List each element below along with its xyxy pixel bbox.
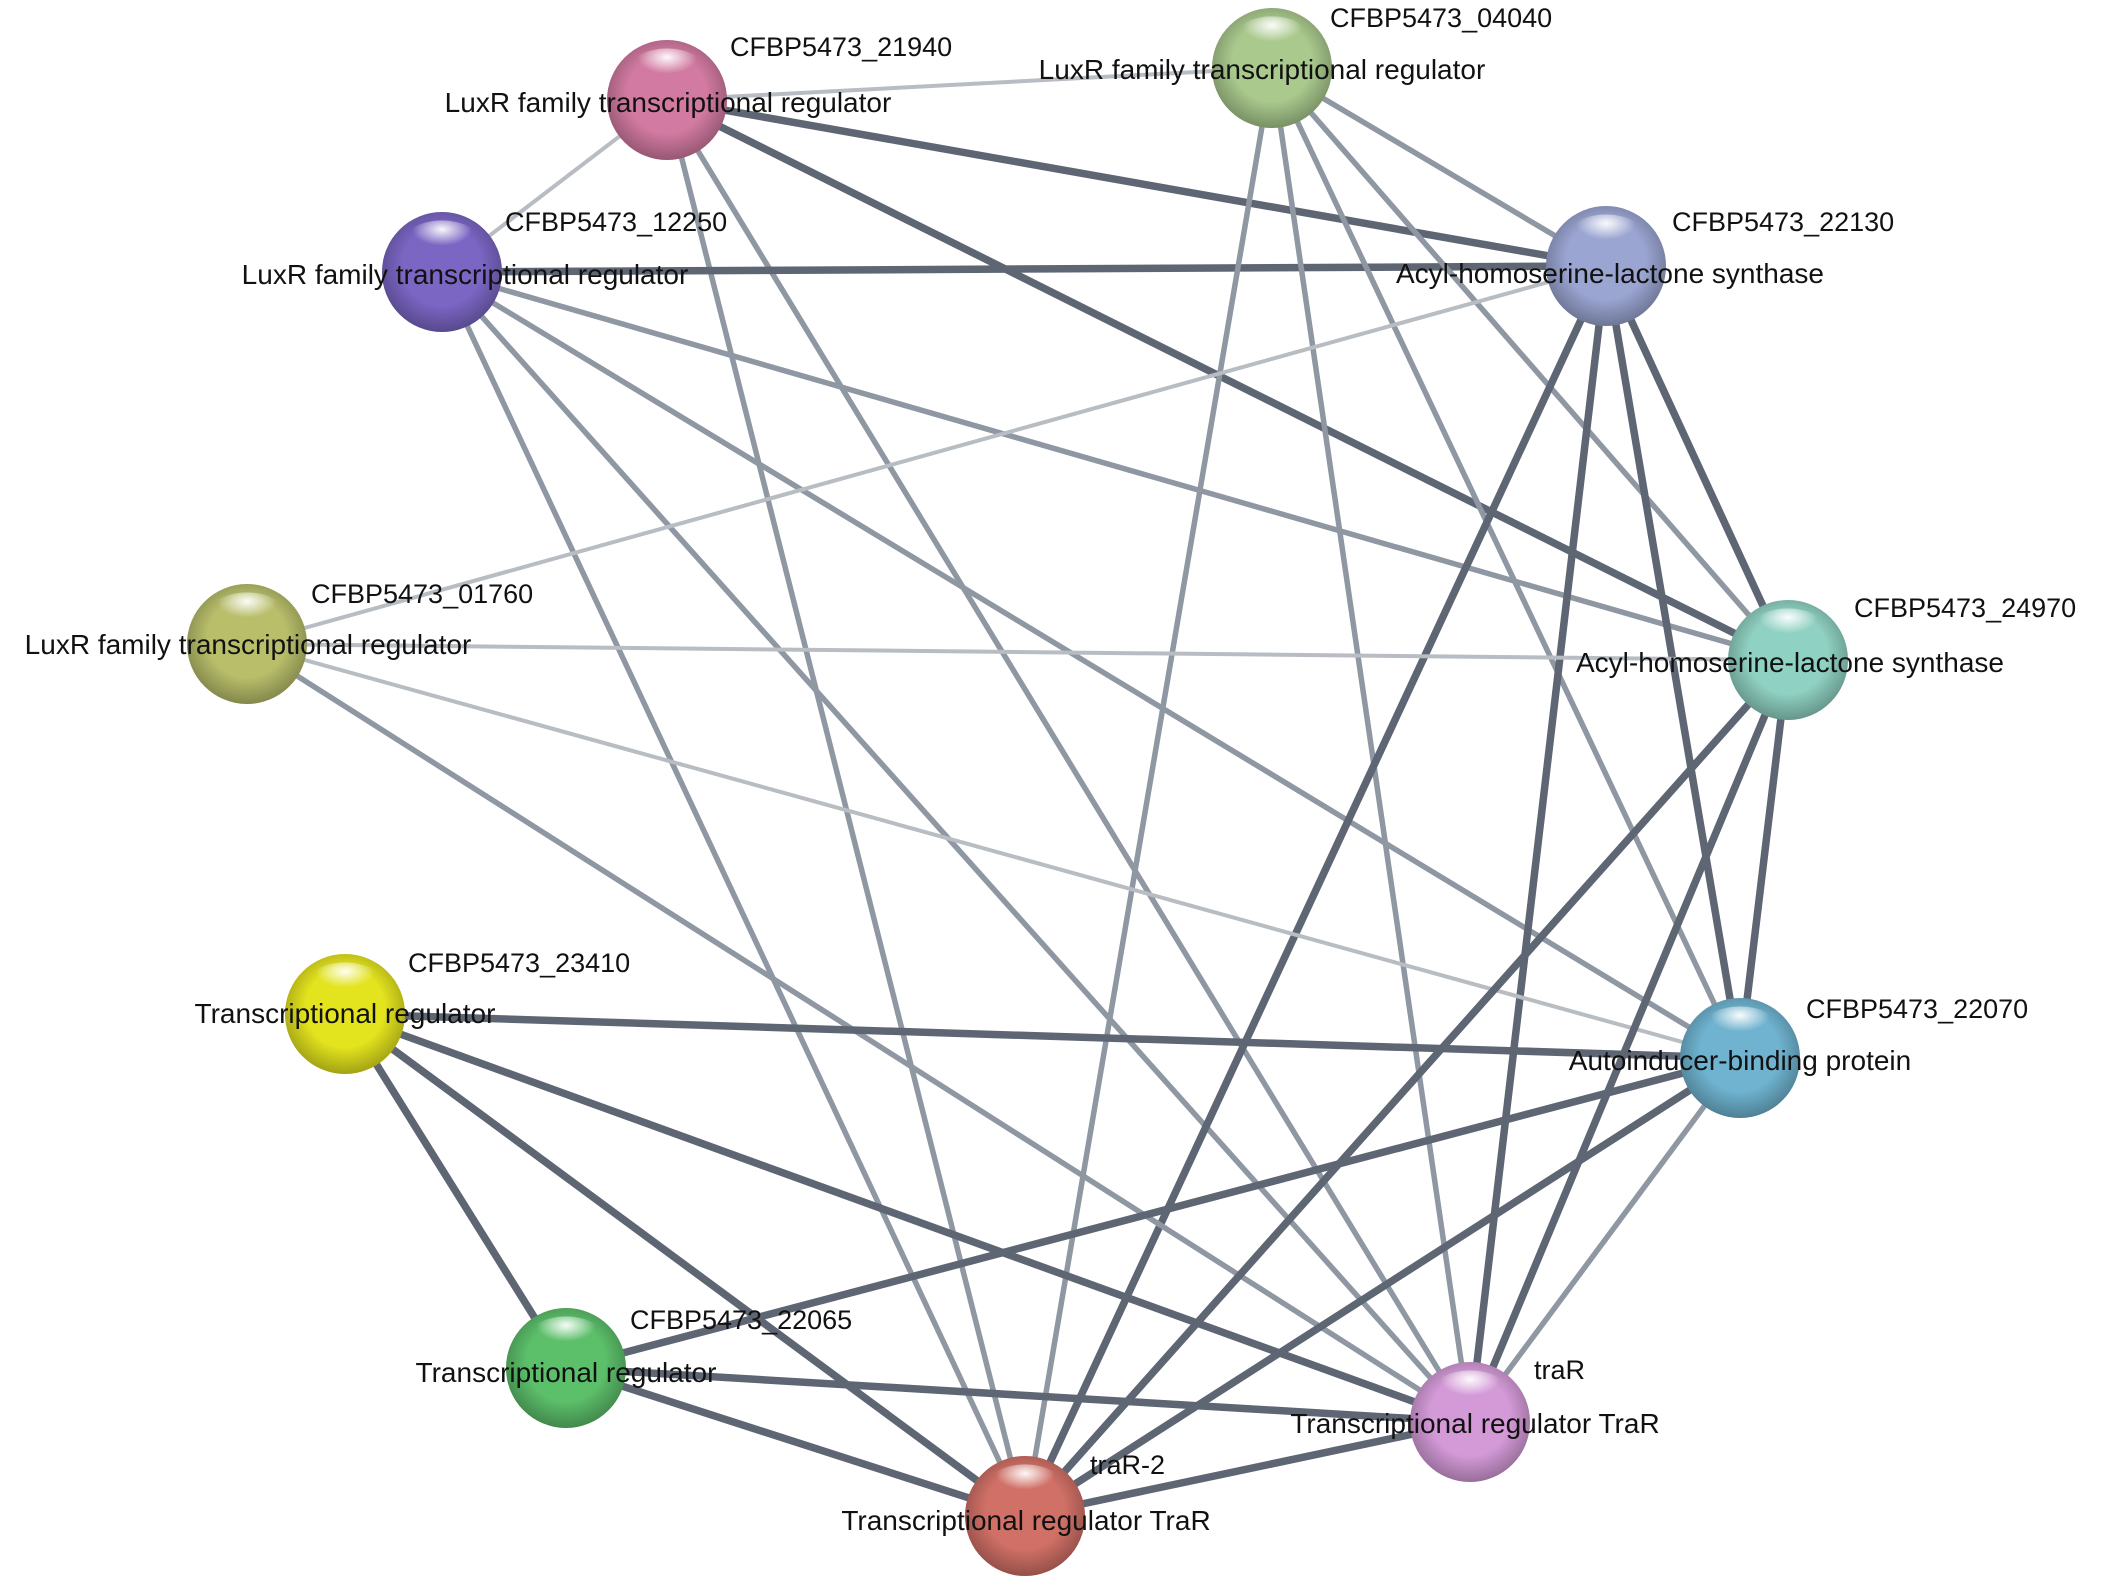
node-highlight [1234,16,1310,58]
edge-n24970-n22070 [1736,656,1792,1062]
edge-n12250-n22130 [438,262,1610,276]
node-id-label: CFBP5473_01760 [311,579,533,609]
edge-n22130-n24970 [1602,262,1792,664]
node-n21940[interactable] [607,40,727,160]
node-description-label: Autoinducer-binding protein [1569,1045,1911,1076]
node-highlight [1702,1006,1778,1048]
node-id-label: traR-2 [1090,1450,1165,1480]
node-n12250[interactable] [382,212,502,332]
node-highlight [987,1464,1063,1506]
node-id-label: CFBP5473_04040 [1330,3,1552,33]
node-id-label: CFBP5473_21940 [730,32,952,62]
edge-n01760-n24970 [245,642,1790,662]
edge-n04040-n22070 [1269,65,1743,1061]
node-n22065[interactable] [506,1308,626,1428]
node-n22070[interactable] [1680,998,1800,1118]
edge-n23410-n22065 [341,1010,570,1372]
node-description-label: Transcriptional regulator TraR [841,1505,1210,1536]
node-highlight [528,1316,604,1358]
edge-n01760-n22070 [245,642,1742,1060]
edge-n04040-ntraR [1269,65,1473,1425]
edge-n04040-n24970 [1269,65,1791,663]
edge-ntraR-ntraR2 [1021,1418,1474,1520]
node-id-label: CFBP5473_22070 [1806,994,2028,1024]
edge-n21940-ntraR [664,97,1473,1425]
node-highlight [307,962,383,1004]
edge-n22130-n22070 [1602,262,1744,1062]
edge-n12250-ntraR [439,269,1473,1425]
node-highlight [629,48,705,90]
edge-n12250-n22070 [439,269,1743,1061]
edge-n22130-ntraR2 [1021,262,1610,1520]
edge-n21940-n04040 [665,66,1274,102]
edge-n21940-n24970 [663,96,1792,664]
node-highlight [1750,608,1826,650]
edge-n21940-n22130 [663,96,1610,270]
node-n01760[interactable] [187,584,307,704]
node-n23410[interactable] [285,954,405,1074]
node-layer [187,8,1848,1576]
node-id-label: CFBP5473_22130 [1672,207,1894,237]
node-ntraR2[interactable] [965,1456,1085,1576]
node-description-label: LuxR family transcriptional regulator [25,629,472,660]
node-id-label: CFBP5473_23410 [408,948,630,978]
node-id-label: CFBP5473_12250 [505,207,727,237]
node-description-label: LuxR family transcriptional regulator [445,87,892,118]
edge-n21940-ntraR2 [664,97,1028,1519]
edge-n22130-ntraR [1466,262,1610,1426]
edge-n12250-ntraR2 [439,269,1028,1519]
edge-n22070-ntraR2 [1021,1054,1744,1520]
node-n24970[interactable] [1728,600,1848,720]
node-n04040[interactable] [1212,8,1332,128]
edge-n22065-ntraR [562,1364,1474,1426]
node-highlight [404,220,480,262]
node-id-label: traR [1534,1355,1585,1385]
node-id-label: CFBP5473_22065 [630,1305,852,1335]
node-description-label: Transcriptional regulator TraR [1290,1408,1659,1439]
node-description-label: LuxR family transcriptional regulator [242,259,689,290]
edge-n24970-ntraR2 [1021,656,1792,1520]
edge-n22070-ntraR [1467,1055,1743,1425]
node-ntraR[interactable] [1410,1362,1530,1482]
node-id-label: CFBP5473_24970 [1854,593,2076,623]
edge-n22065-ntraR2 [562,1364,1029,1520]
edge-n23410-ntraR2 [341,1010,1029,1520]
edge-layer [244,65,1792,1520]
node-highlight [209,592,285,634]
edge-n23410-n22070 [341,1010,1744,1062]
edge-n24970-ntraR [1466,656,1792,1426]
node-n22130[interactable] [1546,206,1666,326]
edge-n22130-n01760 [245,264,1608,646]
node-description-label: Transcriptional regulator [195,998,496,1029]
node-description-label: Transcriptional regulator [416,1357,717,1388]
node-highlight [1432,1370,1508,1412]
edge-n22070-n22065 [562,1054,1744,1372]
node-description-label: Acyl-homoserine-lactone synthase [1396,258,1824,289]
edge-n04040-ntraR2 [1022,65,1275,1519]
node-description-label: Acyl-homoserine-lactone synthase [1576,647,2004,678]
node-description-label: LuxR family transcriptional regulator [1039,54,1486,85]
node-highlight [1568,214,1644,256]
edge-n04040-n22130 [1269,65,1609,269]
